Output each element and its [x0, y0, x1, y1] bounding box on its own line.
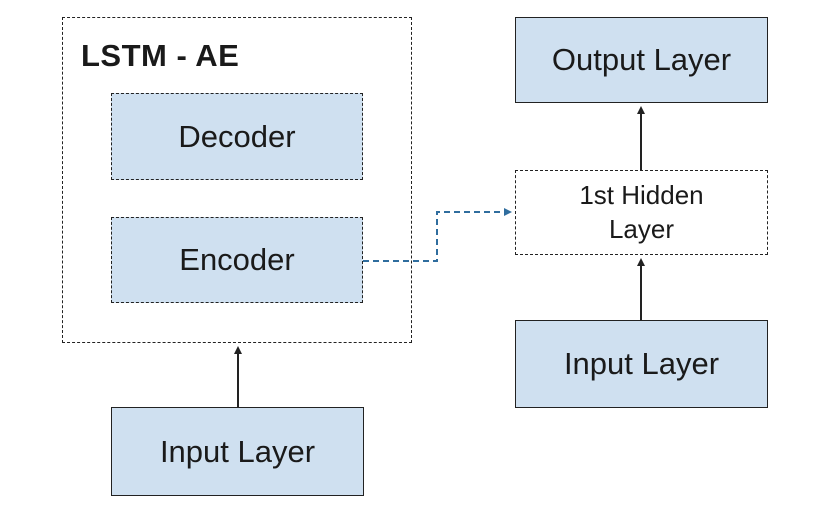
decoder-label: Decoder	[178, 118, 296, 154]
classifier-input-layer-label: Input Layer	[563, 346, 720, 381]
lstm-input-layer-label: Input Layer	[159, 433, 316, 469]
hidden-layer-label: 1st Hidden Layer	[579, 179, 704, 244]
encoder-label: Encoder	[179, 242, 295, 277]
hidden-layer-block: 1st Hidden Layer	[515, 170, 768, 255]
output-layer-block: Output Layer	[515, 17, 768, 103]
classifier-input-layer-block: Input Layer	[515, 320, 768, 408]
decoder-block: Decoder	[111, 93, 363, 180]
lstm-ae-container: LSTM - AE	[62, 17, 412, 343]
lstm-input-layer-block: Input Layer	[111, 407, 364, 496]
lstm-ae-title: LSTM - AE	[81, 38, 240, 73]
encoder-block: Encoder	[111, 217, 363, 303]
output-layer-label: Output Layer	[551, 42, 732, 77]
